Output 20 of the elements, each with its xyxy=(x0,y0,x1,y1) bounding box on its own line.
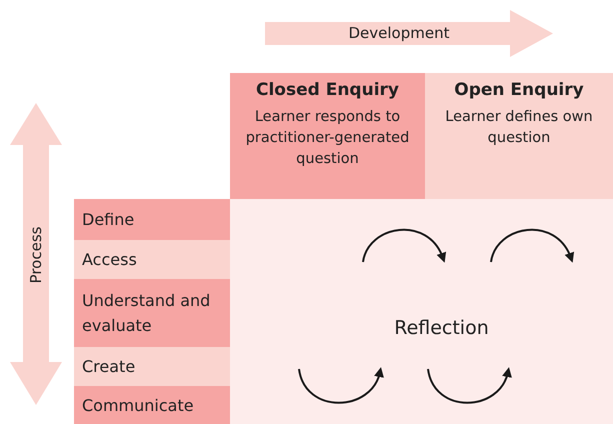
process-step-box xyxy=(74,386,230,424)
column-title: Open Enquiry xyxy=(453,79,585,101)
column-description: Learner defines own question xyxy=(444,108,594,148)
column-header-box xyxy=(230,73,425,199)
process-step-box xyxy=(74,240,230,279)
process-step-box xyxy=(74,347,230,386)
reflection-area xyxy=(230,199,613,424)
axis-label: Development xyxy=(348,24,450,42)
column-description: Learner responds to practitioner-generated question xyxy=(244,108,410,169)
step-label: Understand and evaluate xyxy=(82,290,212,337)
step-label: Define xyxy=(82,209,134,231)
step-label: Communicate xyxy=(82,394,194,416)
step-label: Create xyxy=(82,356,136,378)
process-step-box xyxy=(74,199,230,240)
step-label: Access xyxy=(82,249,137,271)
process-step-box xyxy=(74,279,230,347)
axis-label: Process xyxy=(27,226,45,284)
column-header-box xyxy=(425,73,613,199)
column-title: Closed Enquiry xyxy=(255,79,400,101)
area-title: Reflection xyxy=(394,317,489,339)
